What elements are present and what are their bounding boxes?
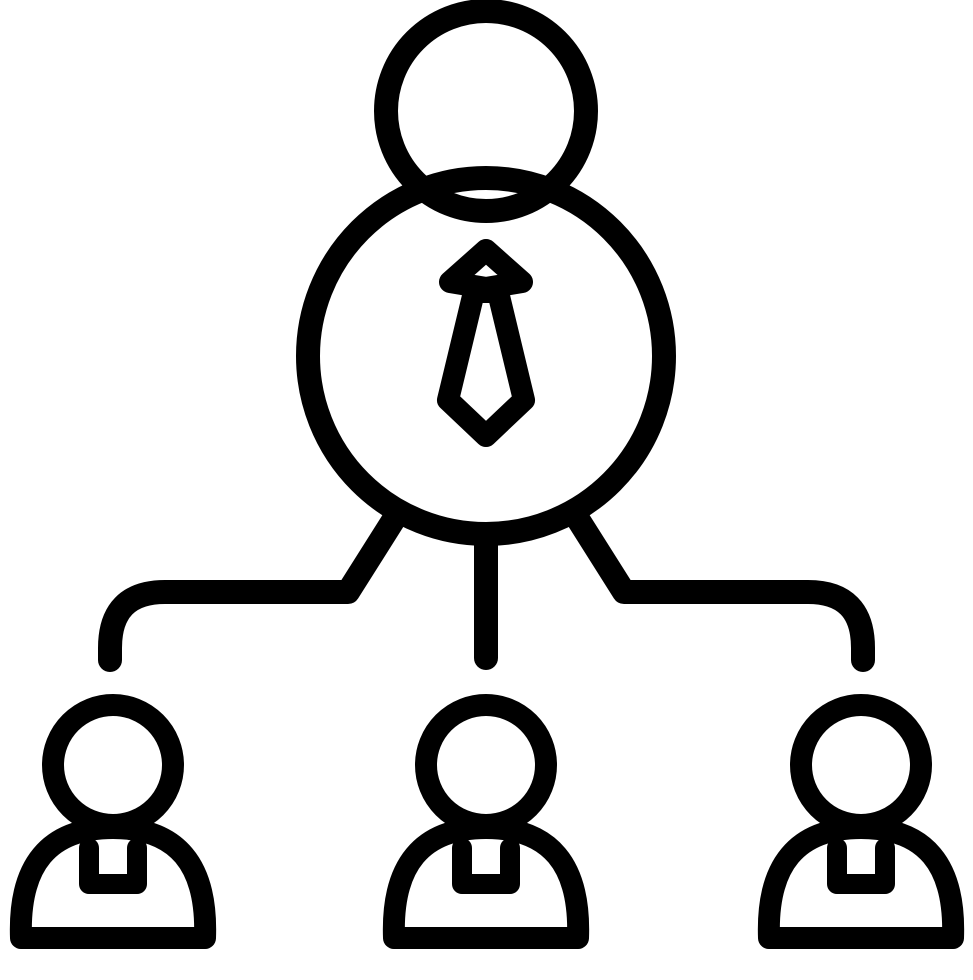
- hierarchy-connectors: [98, 504, 875, 672]
- employee-left-icon: [9, 694, 217, 949]
- manager-head: [374, 0, 598, 223]
- employee-head: [415, 694, 557, 836]
- necktie-icon: [437, 239, 535, 447]
- necktie-blade: [437, 281, 535, 447]
- employee-badge: [452, 838, 520, 894]
- manager-icon: [296, 0, 676, 546]
- employee-head: [790, 694, 932, 836]
- connector-right: [564, 504, 875, 672]
- employee-body: [382, 817, 590, 949]
- manager-body: [296, 166, 676, 546]
- employee-right-icon: [757, 694, 965, 949]
- employee-body: [757, 817, 965, 949]
- employee-badge: [79, 838, 147, 894]
- connector-left: [98, 504, 408, 672]
- employee-badge: [827, 838, 895, 894]
- employee-center-icon: [382, 694, 590, 949]
- employee-body: [9, 817, 217, 949]
- subordinates-group: [9, 694, 965, 949]
- employee-head: [42, 694, 184, 836]
